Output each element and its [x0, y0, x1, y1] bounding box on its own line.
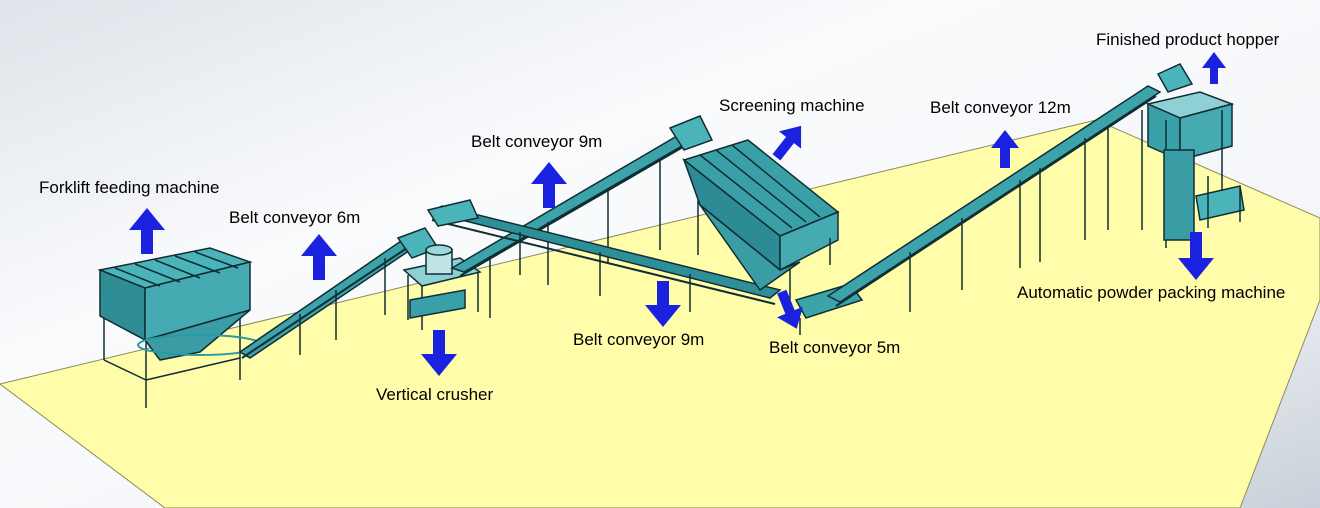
- arrow-up-icon: [1202, 52, 1226, 84]
- screening-machine: [682, 139, 840, 300]
- label-vertical-crusher: Vertical crusher: [376, 385, 494, 404]
- arrow-up-icon: [129, 208, 165, 254]
- arrow-up-icon: [531, 162, 567, 208]
- label-belt-conveyor-5m: Belt conveyor 5m: [769, 338, 901, 357]
- label-screening-machine: Screening machine: [719, 96, 865, 115]
- forklift-feeding-machine: [97, 247, 263, 408]
- arrow-up-icon: [772, 125, 802, 161]
- label-automatic-powder-packing-machine: Automatic powder packing machine: [1017, 283, 1286, 302]
- arrow-up-icon: [991, 130, 1019, 168]
- arrow-up-icon: [301, 234, 337, 280]
- label-belt-conveyor-9m-upper: Belt conveyor 9m: [471, 132, 603, 151]
- belt-conveyor-9m-upper: [450, 115, 714, 318]
- label-forklift-feeding-machine: Forklift feeding machine: [39, 178, 220, 197]
- belt-conveyor-12m: [826, 85, 1162, 312]
- arrow-down-icon: [777, 289, 803, 329]
- label-belt-conveyor-9m-lower: Belt conveyor 9m: [573, 330, 705, 349]
- label-finished-product-hopper: Finished product hopper: [1096, 30, 1280, 49]
- finished-product-hopper: [1141, 63, 1235, 248]
- automatic-powder-packing-machine: [1195, 176, 1245, 228]
- belt-conveyor-9m-lower: [426, 199, 782, 312]
- label-belt-conveyor-6m: Belt conveyor 6m: [229, 208, 361, 227]
- arrow-down-icon: [645, 281, 681, 327]
- arrow-down-icon: [421, 330, 457, 376]
- label-belt-conveyor-12m: Belt conveyor 12m: [930, 98, 1071, 117]
- arrow-down-icon: [1178, 232, 1214, 280]
